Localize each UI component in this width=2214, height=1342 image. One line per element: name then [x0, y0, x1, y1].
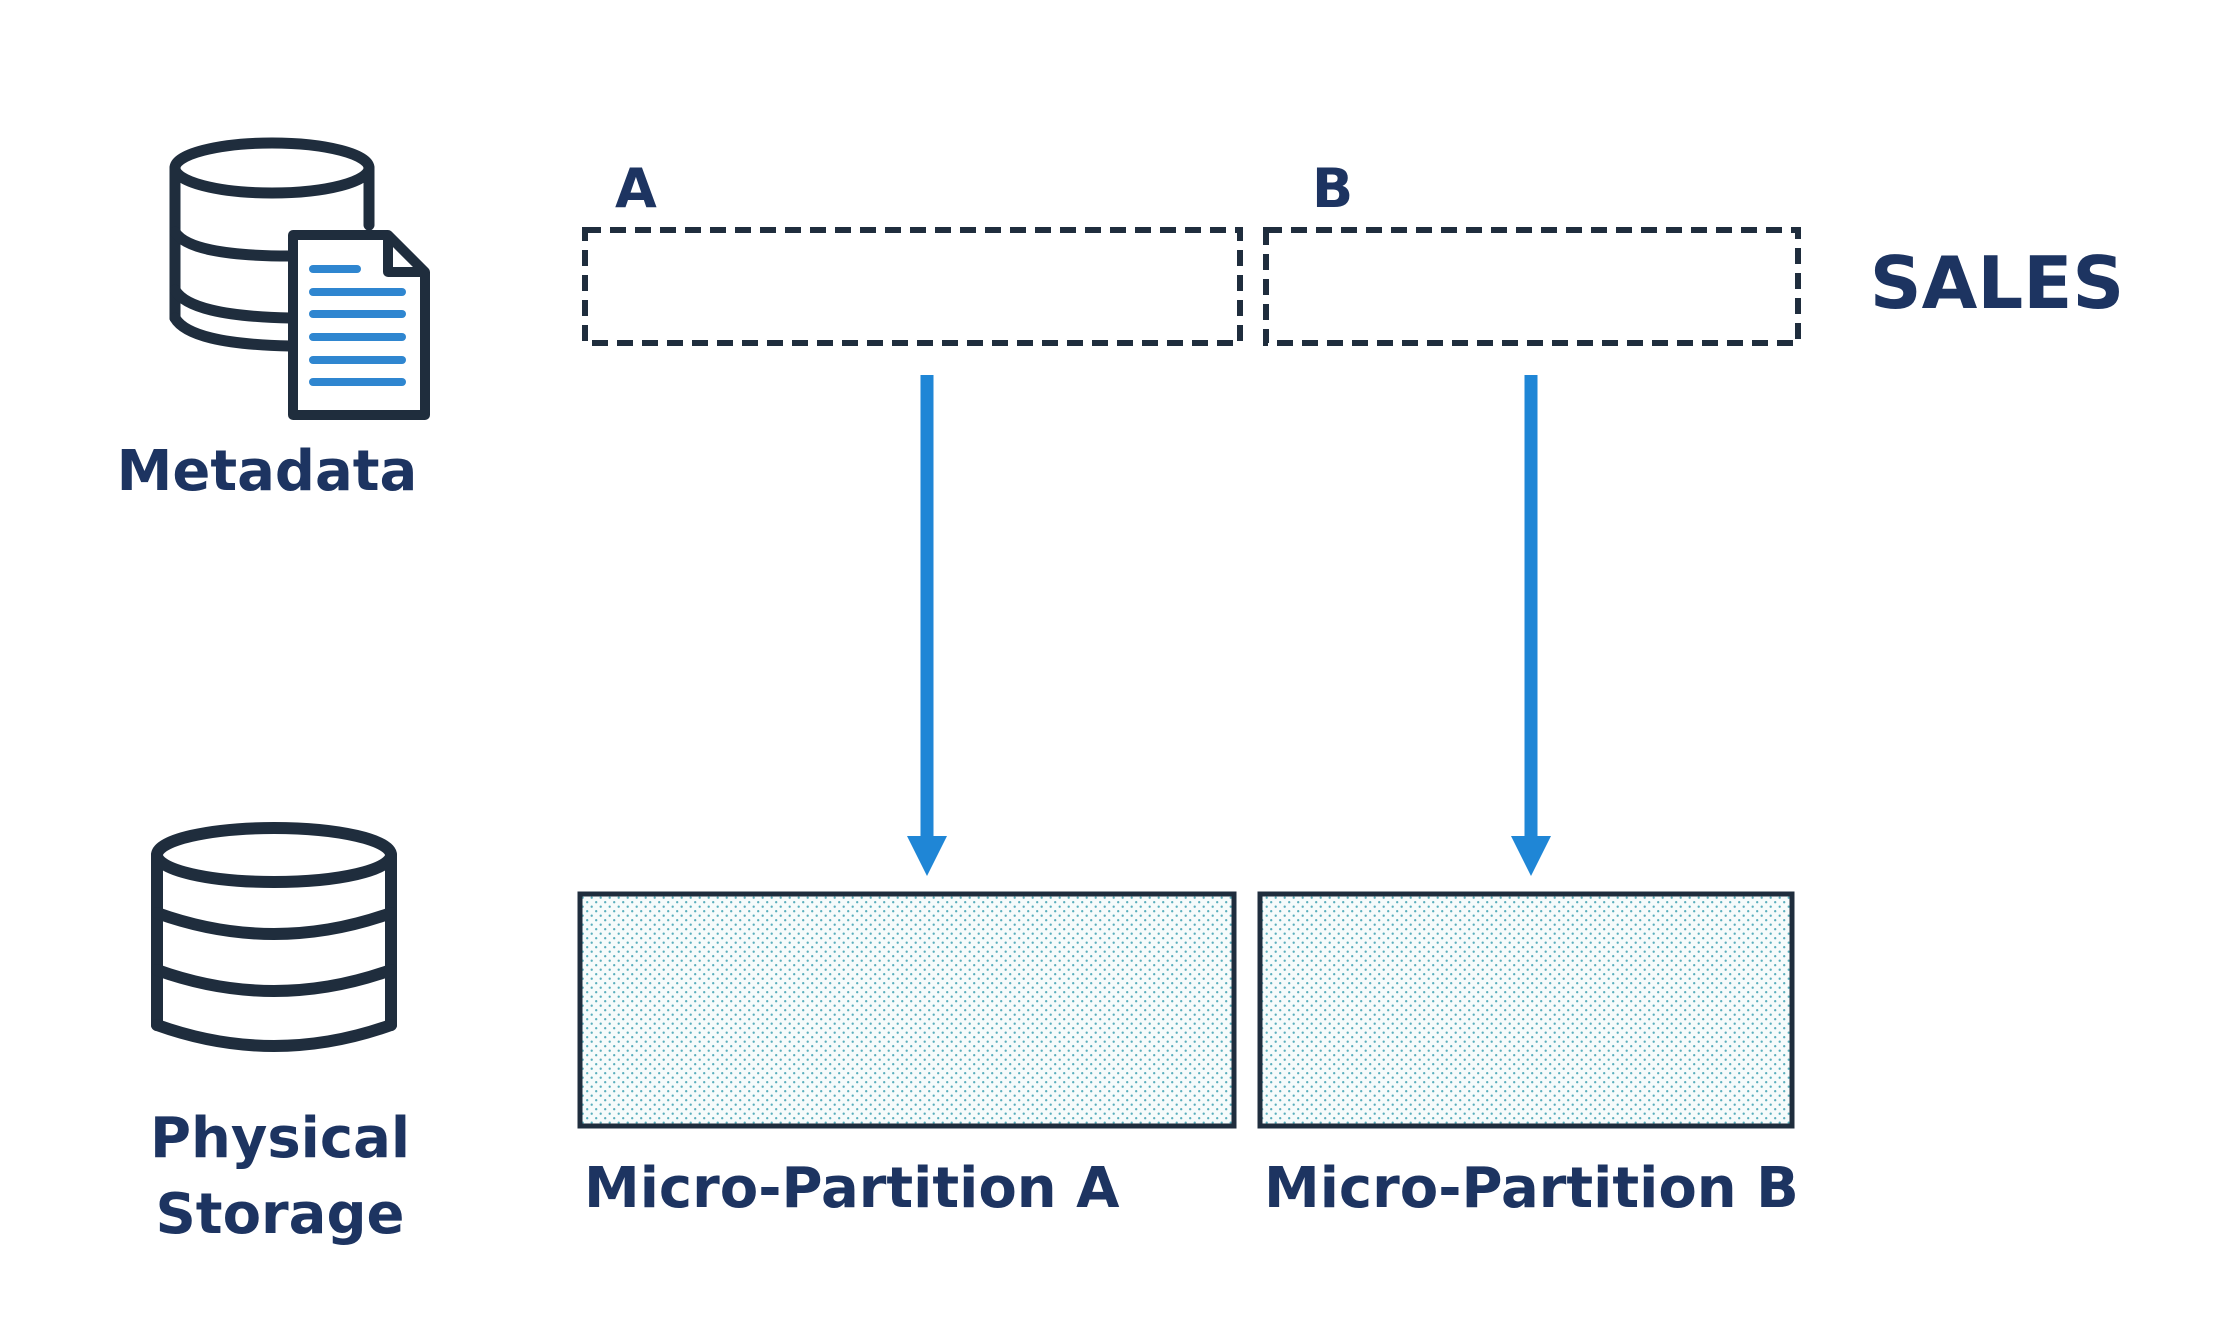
column-a-label: A	[615, 157, 657, 220]
database-document-icon	[169, 137, 430, 420]
micro-partition-a-label: Micro-Partition A	[584, 1156, 1120, 1221]
physical-storage-label-line1: Physical	[150, 1106, 410, 1171]
column-b-label: B	[1312, 157, 1353, 220]
physical-storage-label-line2: Storage	[155, 1182, 404, 1247]
metadata-label: Metadata	[117, 439, 418, 504]
sales-table-label: SALES	[1870, 241, 2125, 325]
arrow-b	[1511, 375, 1551, 876]
micro-partition-b-label: Micro-Partition B	[1264, 1156, 1799, 1221]
micro-partition-a-box	[577, 891, 1237, 1129]
arrow-a	[907, 375, 947, 876]
metadata-box-b	[1263, 227, 1801, 346]
metadata-box-a	[582, 227, 1243, 346]
database-icon	[151, 822, 397, 1052]
micro-partition-b-box	[1257, 891, 1795, 1129]
